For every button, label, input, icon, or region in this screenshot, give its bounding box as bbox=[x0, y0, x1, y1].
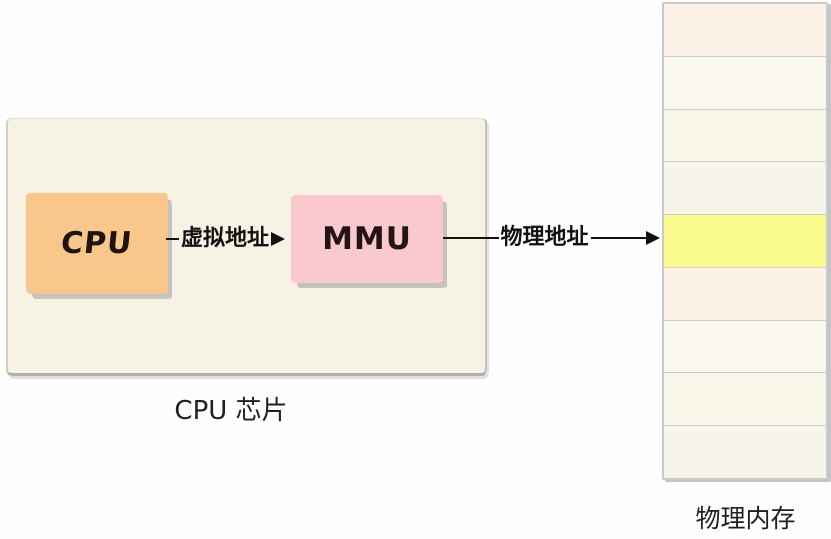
memory-cell bbox=[664, 426, 826, 479]
mmu-box-label: MMU bbox=[322, 221, 412, 257]
arrow-line bbox=[590, 237, 647, 239]
virtual-address-label: 虚拟地址 bbox=[181, 226, 270, 251]
arrow-right-icon bbox=[271, 232, 286, 246]
memory-column bbox=[662, 2, 828, 480]
memory-cell bbox=[664, 56, 826, 110]
arrow-line bbox=[443, 237, 499, 239]
virtual-address-arrow: 虚拟地址 bbox=[166, 224, 291, 254]
memory-cell bbox=[664, 373, 826, 427]
memory-cell bbox=[664, 162, 826, 216]
memory-cell bbox=[664, 267, 826, 321]
memory-cell bbox=[664, 109, 826, 163]
memory-cell bbox=[664, 320, 826, 374]
arrow-right-icon bbox=[646, 231, 661, 245]
cpu-box-label: CPU bbox=[59, 226, 135, 261]
chip-caption: CPU 芯片 bbox=[174, 396, 288, 426]
mmu-box: MMU bbox=[291, 195, 443, 283]
memory-cell-highlighted bbox=[664, 215, 826, 268]
physical-address-label: 物理地址 bbox=[500, 225, 589, 250]
arrow-line bbox=[166, 238, 179, 240]
cpu-box: CPU bbox=[26, 193, 168, 294]
physical-address-arrow: 物理地址 bbox=[443, 223, 661, 253]
memory-cell bbox=[664, 4, 826, 57]
memory-caption: 物理内存 bbox=[695, 504, 796, 533]
